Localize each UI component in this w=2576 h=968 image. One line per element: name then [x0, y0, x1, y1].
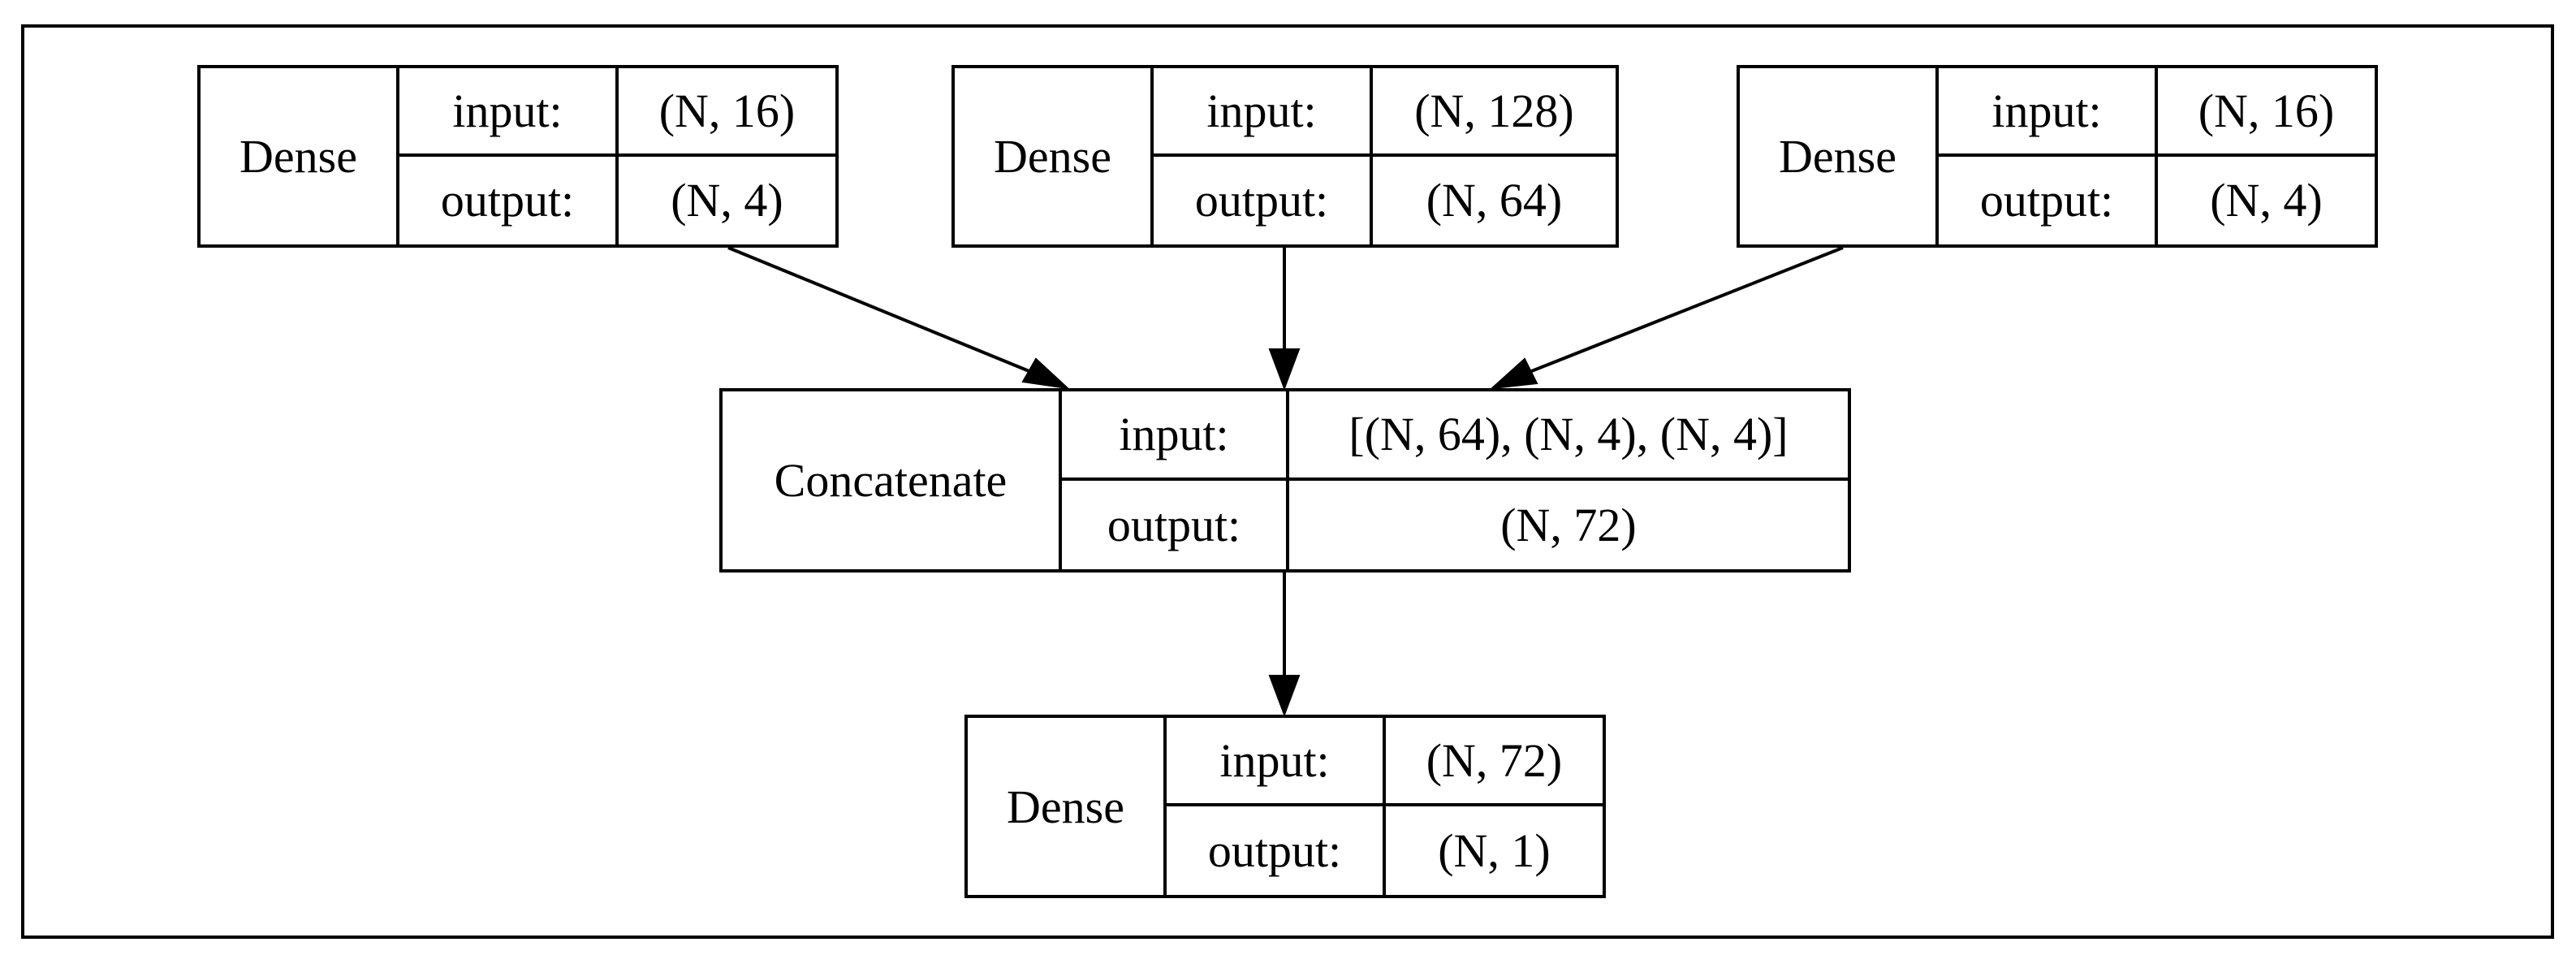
input-label: input: [1167, 718, 1386, 806]
output-label: output: [1939, 156, 2158, 244]
input-shape: (N, 16) [619, 68, 835, 157]
output-shape: (N, 4) [2210, 174, 2323, 227]
node-name: Dense [201, 68, 399, 244]
output-label: output: [1167, 806, 1386, 895]
output-shape: (N, 1) [1438, 824, 1551, 877]
output-label: output: [1062, 480, 1289, 569]
node-name: Concatenate [723, 391, 1062, 569]
input-shape: [(N, 64), (N, 4), (N, 4)] [1289, 391, 1848, 481]
node-dense-4: Dense input: (N, 72) output: (N, 1) [964, 715, 1606, 898]
input-shape: (N, 72) [1386, 718, 1603, 806]
output-label: output: [399, 156, 619, 244]
node-dense-3: Dense input: (N, 16) output: (N, 4) [1737, 65, 2378, 248]
node-dense-1: Dense input: (N, 16) output: (N, 4) [197, 65, 839, 248]
input-label: input: [1062, 391, 1289, 481]
output-shape: (N, 4) [671, 174, 783, 227]
input-shape: (N, 16) [2158, 68, 2375, 157]
node-name: Dense [1740, 68, 1939, 244]
node-name: Dense [968, 718, 1167, 895]
node-concatenate: Concatenate input: [(N, 64), (N, 4), (N,… [719, 388, 1851, 573]
input-label: input: [1154, 68, 1373, 157]
node-dense-2: Dense input: (N, 128) output: (N, 64) [951, 65, 1619, 248]
output-shape: (N, 72) [1500, 498, 1637, 551]
output-shape: (N, 64) [1426, 174, 1563, 227]
diagram-frame [21, 24, 2554, 939]
node-name: Dense [955, 68, 1154, 244]
input-label: input: [1939, 68, 2158, 157]
input-shape: (N, 128) [1373, 68, 1616, 157]
input-label: input: [399, 68, 619, 157]
output-label: output: [1154, 156, 1373, 244]
